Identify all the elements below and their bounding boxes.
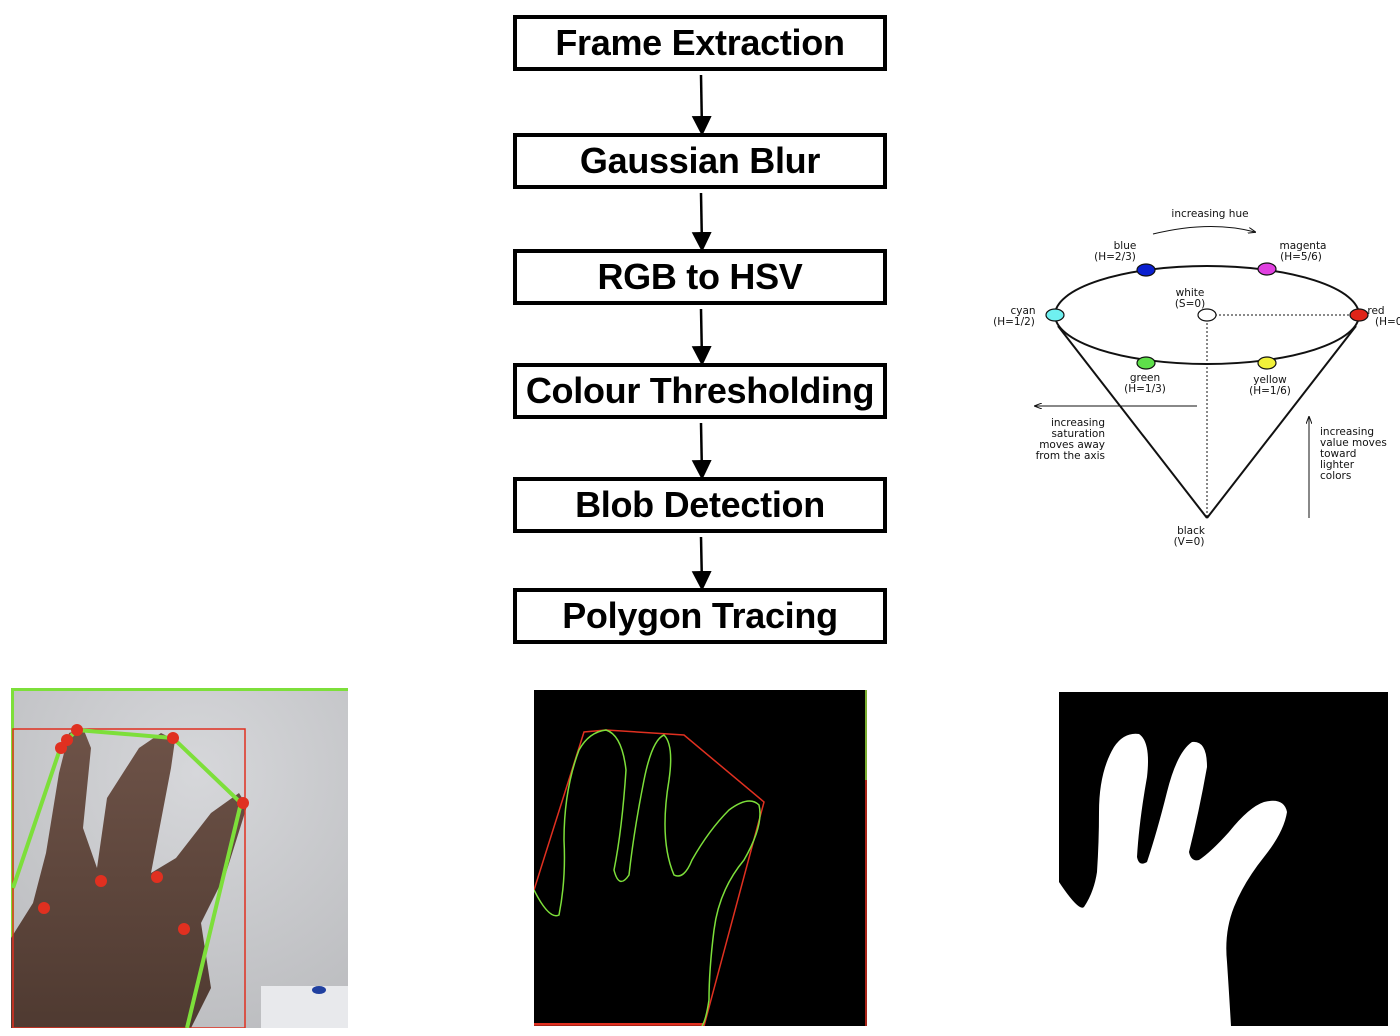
saturation-label-3: moves away [1039,439,1105,451]
value-label-3: toward [1320,448,1356,460]
hand-mask [1059,733,1287,1026]
value-label-2: value moves [1320,437,1387,449]
hue-arrow [1152,225,1255,235]
pipeline-arrows [691,74,712,591]
binary-mask-image [1059,692,1388,1026]
camera-frame-image [11,688,348,1028]
arrow-5 [691,536,712,591]
saturation-label-4: from the axis [1036,450,1105,462]
arrow-2 [691,192,712,252]
yellow-value: (H=1/6) [1249,385,1291,397]
hue-label: increasing hue [1171,208,1248,220]
arrow-3 [691,308,712,366]
blue-label: blue [1114,240,1137,252]
hsv-cone-diagram: increasing hue blue (H=2/3) magenta (H=5… [993,208,1400,548]
saturation-label-2: saturation [1051,428,1105,440]
value-label-4: lighter [1320,459,1355,471]
step-gaussian-blur: Gaussian Blur [513,133,887,189]
cone-right-edge [1206,325,1357,519]
hand-shape [11,728,247,1028]
blue-value: (H=2/3) [1094,251,1136,263]
value-label-1: increasing [1320,426,1374,438]
green-value: (H=1/3) [1124,383,1166,395]
cyan-label: cyan [1010,305,1035,317]
red-dot [1349,308,1369,322]
black-value: (V=0) [1174,536,1205,548]
step-colour-thresholding: Colour Thresholding [513,363,887,419]
step-polygon-tracing: Polygon Tracing [513,588,887,644]
saturation-label-1: increasing [1051,417,1105,429]
yellow-dot [1257,356,1277,370]
black-label: black [1177,525,1206,537]
cyan-value: (H=1/2) [993,316,1035,328]
arrow-1 [691,74,712,136]
step-frame-extraction: Frame Extraction [513,15,887,71]
magenta-value: (H=5/6) [1280,251,1322,263]
contour-hull-image [534,690,867,1026]
white-label: white [1176,287,1205,299]
red-value: (H=0) [1375,316,1400,328]
red-label: red [1367,305,1384,317]
hull-polygon [534,729,765,1026]
white-value: (S=0) [1175,298,1205,310]
step-rgb-to-hsv: RGB to HSV [513,249,887,305]
defect-points [38,724,249,935]
value-label-5: colors [1320,470,1351,482]
bounding-box [12,728,246,1028]
magenta-dot [1257,262,1277,276]
convex-hull [11,727,244,1028]
green-label: green [1130,372,1160,384]
magenta-label: magenta [1280,240,1327,252]
yellow-label: yellow [1253,374,1287,386]
blue-dot [1136,263,1156,277]
green-dot [1136,356,1156,370]
arrow-4 [691,422,712,480]
cone-left-edge [1057,325,1208,519]
hand-contour [534,729,761,1026]
white-dot [1197,308,1217,322]
cyan-dot [1045,308,1065,322]
